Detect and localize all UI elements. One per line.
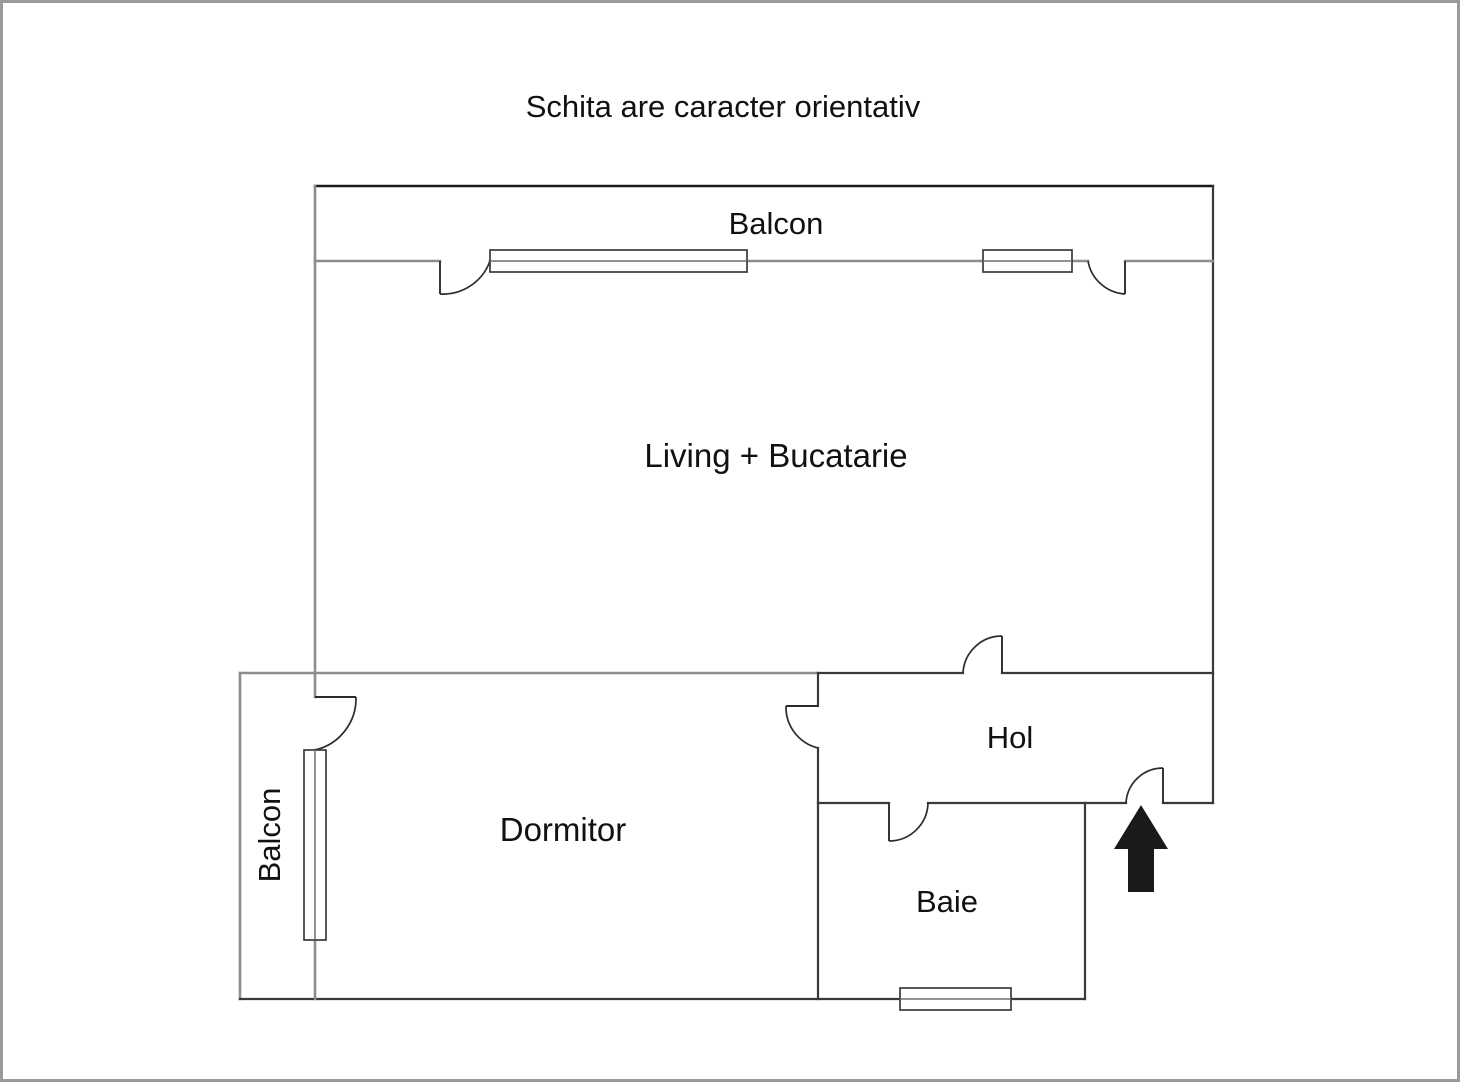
room-label-dormitor: Dormitor [500, 811, 627, 848]
balcony-top-outline [313, 184, 1215, 675]
dormitor-hol-door-swing-arc [785, 705, 819, 749]
living-hol-door-swing-arc [962, 635, 1003, 674]
entrance-direction-arrow [1114, 805, 1168, 892]
balcony-door-left[interactable] [439, 260, 491, 295]
balcony-door-right-swing-arc [1087, 260, 1126, 295]
baie-door[interactable] [888, 802, 929, 842]
floor-plan-drawing: Schita are caracter orientativ [238, 89, 1215, 1011]
room-label-living: Living + Bucatarie [644, 437, 907, 474]
living-hol-door[interactable] [962, 635, 1003, 674]
balcon-left-door-swing-arc [314, 696, 357, 751]
balcon-left-door[interactable] [314, 696, 357, 751]
balcony-door-right[interactable] [1087, 260, 1126, 295]
balcony-door-left-swing-arc [439, 260, 491, 295]
entrance-door-swing-arc [1125, 767, 1164, 804]
room-label-balcon-top: Balcon [729, 206, 824, 241]
room-label-hol: Hol [987, 720, 1034, 755]
dormitor-hol-door[interactable] [785, 705, 819, 749]
entrance-door[interactable] [1125, 767, 1164, 804]
living-window-right [982, 249, 1073, 273]
living-window-left [489, 249, 748, 273]
balcon-left-window [303, 749, 327, 941]
page-title: Schita are caracter orientativ [526, 89, 921, 124]
room-label-balcon-left: Balcon [252, 788, 287, 883]
lower-block-outline [238, 671, 1215, 1001]
baie-window [899, 987, 1012, 1011]
room-label-baie: Baie [916, 884, 978, 919]
entrance-arrow-glyph [1114, 805, 1168, 892]
baie-door-swing-arc [888, 802, 929, 842]
